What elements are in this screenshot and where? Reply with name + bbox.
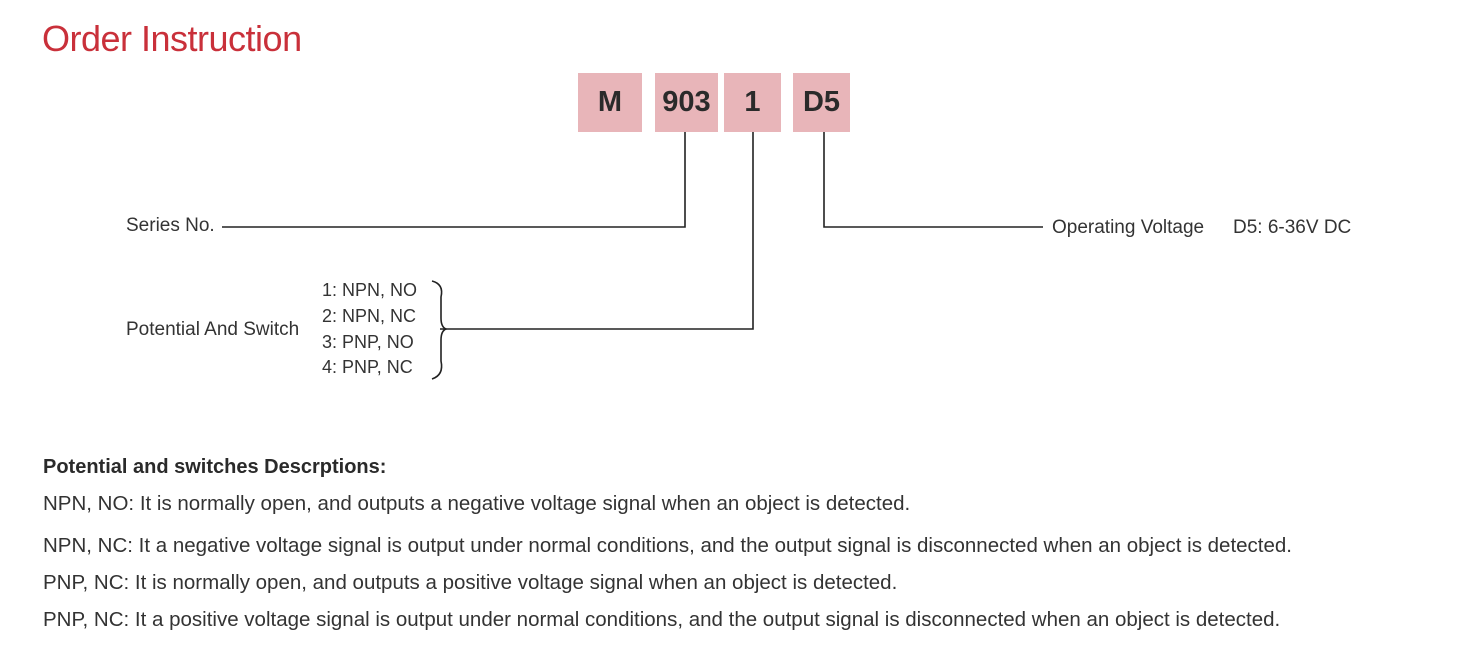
description-line-3: PNP, NC: It is normally open, and output… bbox=[43, 571, 898, 594]
description-line-4: PNP, NC: It a positive voltage signal is… bbox=[43, 608, 1281, 631]
code-box-series: 903 bbox=[655, 73, 718, 132]
option-1: 1: NPN, NO bbox=[322, 280, 418, 300]
description-line-1: NPN, NO: It is normally open, and output… bbox=[43, 492, 911, 515]
potential-label: Potential And Switch bbox=[126, 319, 300, 340]
potential-connector bbox=[440, 132, 754, 330]
option-4: 4: PNP, NC bbox=[322, 357, 413, 377]
series-label: Series No. bbox=[126, 215, 215, 236]
code-box-voltage: D5 bbox=[793, 73, 850, 132]
voltage-connector bbox=[823, 132, 1043, 228]
series-connector bbox=[222, 132, 686, 228]
descriptions-heading: Potential and switches Descrptions: bbox=[43, 456, 387, 478]
code-box-switch: 1 bbox=[724, 73, 781, 132]
code-box-m: M bbox=[578, 73, 642, 132]
option-3: 3: PNP, NO bbox=[322, 332, 414, 352]
option-2: 2: NPN, NC bbox=[322, 306, 417, 326]
page-title: Order Instruction bbox=[42, 18, 302, 59]
voltage-label: Operating Voltage bbox=[1052, 217, 1205, 238]
description-line-2: NPN, NC: It a negative voltage signal is… bbox=[43, 534, 1292, 557]
voltage-value: D5: 6-36V DC bbox=[1233, 217, 1352, 238]
options-brace bbox=[431, 280, 449, 380]
